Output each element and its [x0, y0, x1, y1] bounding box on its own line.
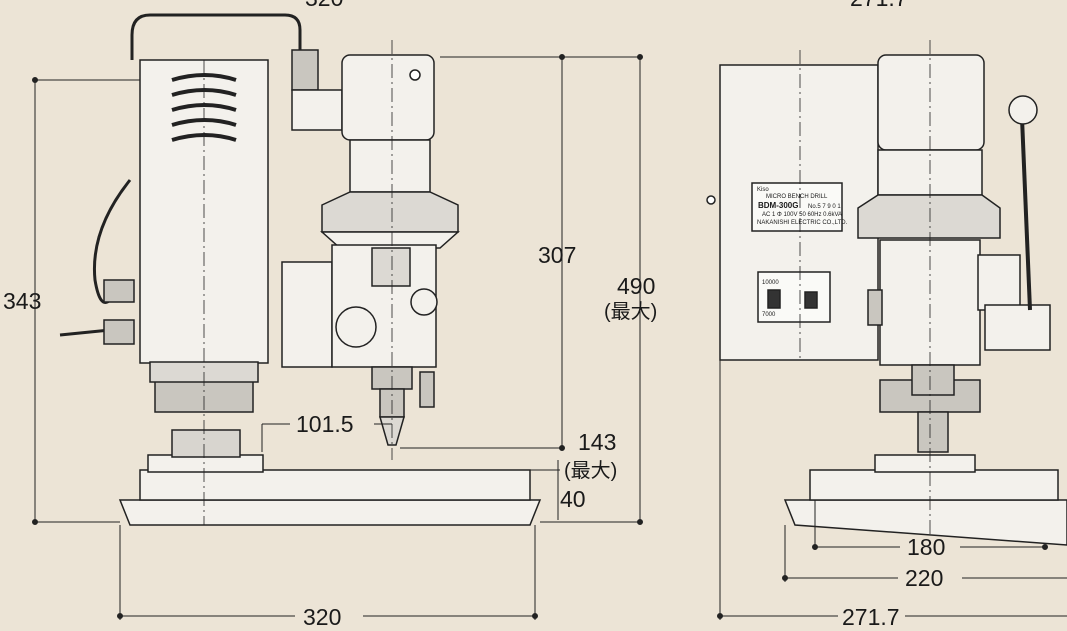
dim-bottom-320: 320 [303, 604, 341, 626]
knob [411, 289, 437, 315]
front-flange [858, 195, 1000, 238]
gland-lower [104, 320, 134, 344]
side-handle[interactable] [868, 290, 882, 325]
front-table [810, 470, 1058, 500]
cable-out [60, 330, 110, 335]
top-gland [292, 50, 318, 90]
cable-top [132, 15, 300, 60]
junction-box [292, 90, 342, 130]
dim-490-max: (最大) [604, 300, 657, 323]
panel-label-top: 10000 [762, 280, 779, 286]
dim-top-right: 271.7 [850, 0, 908, 11]
dim-143: 143 [578, 429, 616, 455]
dim-101-5: 101.5 [296, 411, 354, 437]
lever-knob[interactable] [1009, 96, 1037, 124]
dim-143-max: (最大) [564, 459, 617, 482]
front-view [707, 55, 1067, 545]
nameplate-spec: AC 1 Φ 100V 50 60Hz 0.6kVA [762, 212, 842, 218]
base-plate [120, 500, 540, 525]
screw [410, 70, 420, 80]
front-chuck-collar [912, 365, 954, 395]
depth-stop [420, 372, 434, 407]
side-block [978, 255, 1020, 310]
quill [372, 248, 410, 286]
dim-40: 40 [560, 486, 586, 512]
nameplate-model: BDM-300G [758, 201, 798, 210]
nameplate-number: No.5 7 9 0 1 [808, 204, 841, 210]
feed-wheel [336, 307, 376, 347]
nameplate-brand: Kiso [757, 187, 769, 193]
work-table [140, 470, 530, 500]
lever-housing [985, 305, 1050, 350]
feed-lever[interactable] [1022, 118, 1030, 310]
column-lower [172, 430, 240, 457]
dim-490: 490 [617, 273, 655, 299]
switch-left[interactable] [768, 290, 780, 308]
panel-label-bottom: 7000 [762, 312, 776, 318]
spindle-neck [350, 140, 430, 192]
head-flange [322, 192, 458, 232]
nameplate-title: MICRO BENCH DRILL [766, 194, 828, 200]
dim-343: 343 [3, 288, 41, 314]
gland-upper [104, 280, 134, 302]
switch-right[interactable] [805, 292, 817, 308]
dim-307: 307 [538, 242, 576, 268]
dim-bottom-271-7: 271.7 [842, 604, 900, 626]
box-screw [707, 196, 715, 204]
dim-top-left: 320 [305, 0, 343, 11]
motor-cap [342, 55, 434, 140]
nameplate-maker: NAKANISHI ELECTRIC CO.,LTD. [757, 220, 848, 226]
dim-220: 220 [905, 565, 943, 591]
dim-180: 180 [907, 534, 945, 560]
front-column-base [875, 455, 975, 472]
front-motor-cap [878, 55, 984, 150]
bracket-plate [282, 262, 332, 367]
front-chuck [918, 412, 948, 452]
